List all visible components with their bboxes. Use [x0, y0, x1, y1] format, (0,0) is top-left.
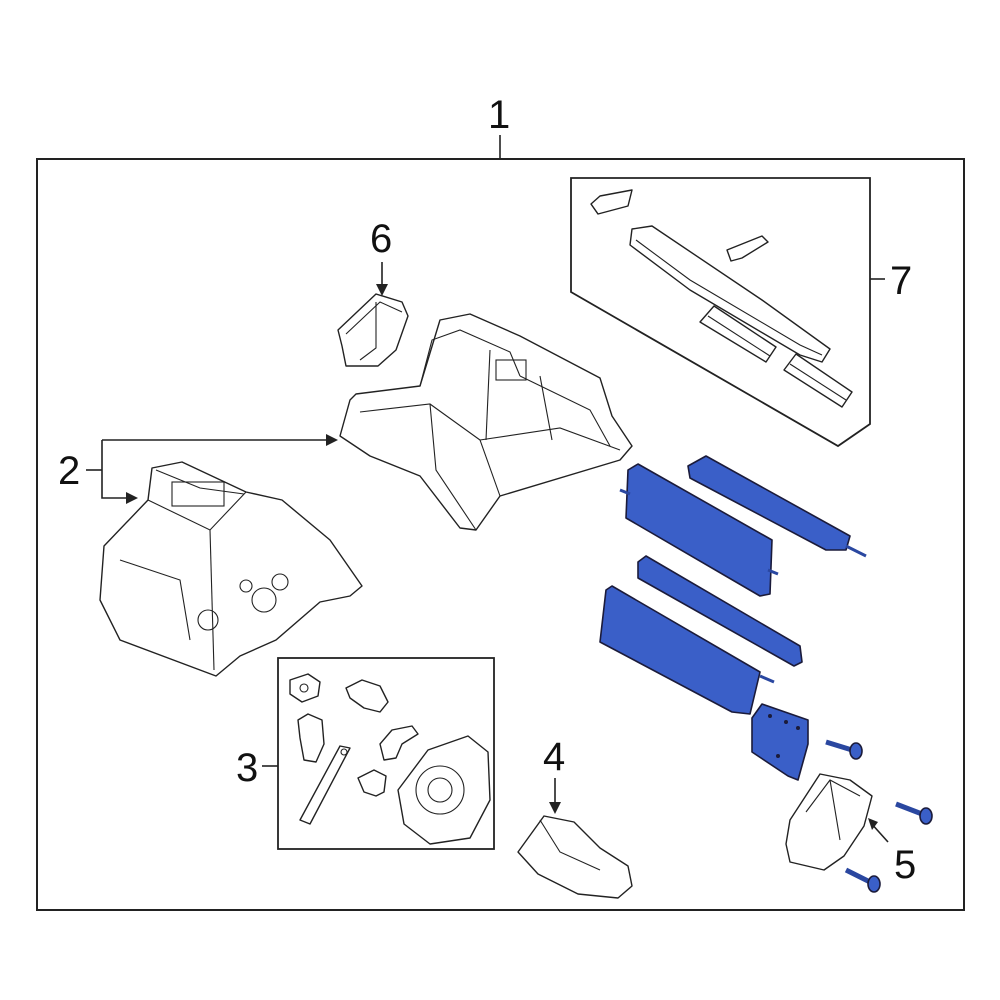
door-upper-right: [687, 455, 867, 558]
part-2-upper-housing: [339, 313, 633, 531]
door-bracket-panel: [751, 703, 809, 781]
door-bracket: [751, 703, 809, 781]
door-lower-left: [599, 585, 775, 715]
screws: [825, 739, 933, 893]
door-lower-left-panel: [599, 585, 761, 715]
door-upper-right-panel: [687, 455, 851, 551]
door-upper-left: [619, 463, 779, 597]
part-3-box: [277, 657, 495, 850]
callout-2-label: 2: [58, 449, 80, 493]
part-3-group[interactable]: 3: [236, 657, 495, 850]
part-6-group[interactable]: 6: [337, 217, 409, 367]
callout-4-label: 4: [543, 735, 565, 779]
part-7-box: [570, 177, 871, 448]
highlighted-doors[interactable]: [599, 455, 933, 893]
part-4-duct: [517, 815, 633, 899]
callout-1-label: 1: [488, 93, 510, 137]
door-middle: [637, 555, 803, 667]
callout-6-label: 6: [370, 217, 392, 261]
callout-7-label: 7: [890, 259, 912, 303]
door-upper-left-panel: [625, 463, 773, 597]
callout-5-label: 5: [894, 843, 916, 887]
callout-3-label: 3: [236, 746, 258, 790]
part-6-duct: [337, 293, 409, 367]
part-5-group[interactable]: 5: [785, 773, 916, 887]
callout-1[interactable]: 1: [488, 93, 510, 159]
callout-2[interactable]: 2: [58, 434, 338, 504]
part-7-group[interactable]: 7: [570, 177, 912, 448]
part-4-group[interactable]: 4: [517, 735, 633, 899]
part-5-actuator: [785, 773, 873, 871]
door-middle-panel: [637, 555, 803, 667]
part-2-lower-housing: [99, 461, 363, 677]
